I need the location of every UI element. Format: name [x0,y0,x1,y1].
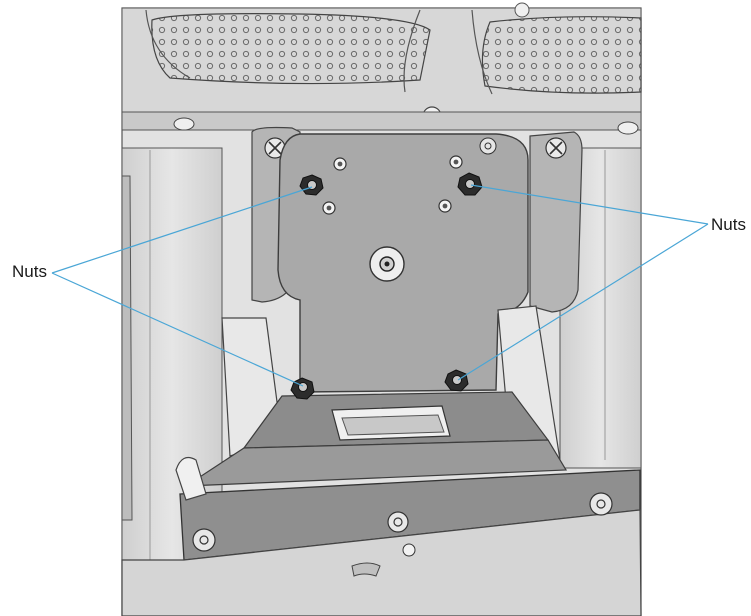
right-vent-grille [481,16,642,94]
center-lock-icon [369,246,405,282]
callout-label-left: Nuts [12,262,47,281]
leader-lines [51,184,709,387]
leader-left-to-bottom-left-nut [51,272,304,387]
leader-right-to-bottom-right-nut [457,223,709,381]
nuts [290,172,483,400]
handle-slot [331,405,451,441]
right-rail-screw [545,137,567,159]
locating-holes [322,155,463,215]
bottom-screws [192,492,613,557]
right-rail [529,131,583,313]
nut-bottom-right [444,369,469,392]
lower-base [121,305,642,616]
leader-right-to-top-right-nut [470,184,709,225]
vesa-mount-plate [277,133,529,393]
left-vent-grille [151,13,431,85]
nut-top-right [457,172,483,196]
leader-left-to-top-left-nut [51,186,313,274]
callout-label-right: Nuts [711,215,746,234]
